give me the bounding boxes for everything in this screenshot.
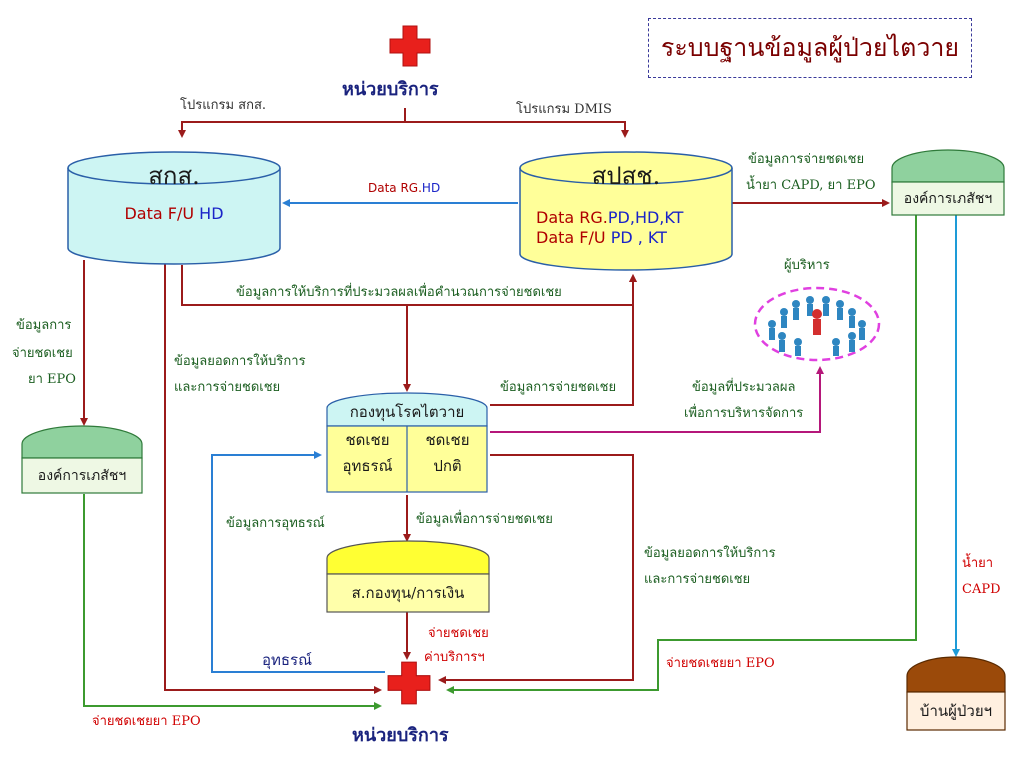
fund-normal-line-1: ชดเชย (425, 431, 470, 449)
nhso-data-line-2: Data F/U PD , KT (536, 228, 667, 247)
finance-box (326, 540, 490, 613)
pay-service-label-1: จ่ายชดเชย (428, 626, 489, 641)
epo-pay-left-1: ข้อมูลการ (16, 318, 72, 333)
fund-to-executives-arrow (490, 366, 824, 433)
payment-data-label: ข้อมูลการจ่ายชดเชย (500, 380, 617, 395)
fund-emergency-line-1: ชดเชย (345, 431, 390, 449)
program-split-arrow (178, 108, 629, 138)
epo-pay-left-3: ยา EPO (28, 372, 76, 387)
data-rg-hd-suffix: HD (421, 181, 441, 195)
executives-label: ผู้บริหาร (784, 258, 830, 273)
cgd-data-value: HD (199, 204, 224, 223)
fund-emergency-line-2: อุทธรณ์ (342, 456, 393, 475)
appeal-loop-arrow (211, 451, 385, 673)
pharma-left-label: องค์การเภสัชฯ (37, 467, 127, 484)
capd-label-1: น้ำยา (962, 556, 994, 571)
fund-to-nhso-arrow (490, 274, 637, 406)
fund-normal-line-2: ปกติ (433, 456, 462, 475)
cgd-database (67, 151, 281, 265)
service-totals-right-2: และการจ่ายชดเชย (644, 572, 751, 587)
nhso-title: สปสช. (591, 162, 661, 190)
cgd-data-line: Data F/U HD (66, 204, 282, 223)
fund-to-service-right-arrow (438, 454, 634, 684)
service-totals-right-1: ข้อมูลยอดการให้บริการ (644, 546, 776, 561)
red-cross-icon (389, 25, 431, 67)
cgd-to-process-line (181, 265, 633, 306)
data-rg-hd-prefix: Data RG. (368, 181, 422, 195)
program-dmis-label: โปรแกรม DMIS (516, 102, 612, 117)
appeal-label: อุทธรณ์ (262, 651, 313, 669)
service-totals-left-2: และการจ่ายชดเชย (174, 380, 281, 395)
capd-label-2: CAPD (962, 582, 1001, 597)
diagram-title: ระบบฐานข้อมูลผู้ป่วยไตวาย (648, 18, 972, 78)
patient-home-label: บ้านผู้ป่วยฯ (919, 702, 993, 720)
program-nhso-label: โปรแกรม สกส. (180, 98, 267, 113)
pharma-right-to-service-arrow (446, 215, 917, 694)
service-unit-top: หน่วยบริการ (342, 79, 439, 100)
nhso-fu-label: Data F/U (536, 228, 611, 247)
service-process-label: ข้อมูลการให้บริการที่ประมวลผลเพื่อคำนวณก… (236, 285, 562, 300)
fund-emergency-cell: ชดเชย อุทธรณ์ (328, 428, 407, 490)
nhso-rg-value: PD,HD,KT (607, 208, 684, 227)
appeal-data-label: ข้อมูลการอุทธรณ์ (226, 516, 325, 531)
nhso-database (519, 151, 733, 271)
epo-pay-left-2: จ่ายชดเชย (12, 346, 73, 361)
pharma-left-box (21, 425, 143, 494)
service-totals-left-1: ข้อมูลยอดการให้บริการ (174, 354, 306, 369)
pay-capd-epo-label-2: น้ำยา CAPD, ยา EPO (746, 178, 876, 193)
pharma-right-box (891, 149, 1005, 216)
executives-crowd-icon (753, 286, 881, 362)
epo-pay-right-label: จ่ายชดเชยยา EPO (666, 656, 775, 671)
kidney-fund-title: กองทุนโรคไตวาย (349, 403, 465, 421)
nhso-data-line-1: Data RG.PD,HD,KT (536, 208, 683, 227)
nhso-rg-label: Data RG. (536, 208, 608, 227)
processed-label-2: เพื่อการบริหารจัดการ (684, 406, 804, 421)
pharma-left-to-service-arrow (83, 494, 382, 710)
cgd-data-label: Data F/U (124, 204, 200, 223)
service-unit-bottom: หน่วยบริการ (352, 725, 449, 746)
epo-pay-bottom-label: จ่ายชดเชยยา EPO (92, 714, 201, 729)
cgd-to-service-arrow (164, 260, 382, 694)
data-rg-hd-label: Data RG.HD (368, 181, 440, 195)
pay-capd-epo-label-1: ข้อมูลการจ่ายชดเชย (748, 152, 865, 167)
patient-home-box (906, 656, 1006, 731)
pharma-right-label: องค์การเภสัชฯ (903, 190, 993, 207)
cgd-title: สกส. (148, 162, 200, 190)
finance-label: ส.กองทุน/การเงิน (351, 584, 465, 602)
kidney-fund-shape (326, 392, 488, 493)
red-cross-icon-bottom (387, 661, 431, 705)
processed-label-1: ข้อมูลที่ประมวลผล (692, 380, 796, 395)
pay-service-label-2: ค่าบริการฯ (424, 650, 485, 665)
nhso-fu-value: PD , KT (610, 228, 667, 247)
fund-normal-cell: ชดเชย ปกติ (408, 428, 487, 490)
kidney-fund-box: กองทุนโรคไตวาย ชดเชย อุทธรณ์ ชดเชย ปกติ (326, 392, 488, 494)
data-for-payment-label: ข้อมูลเพื่อการจ่ายชดเชย (416, 512, 553, 527)
